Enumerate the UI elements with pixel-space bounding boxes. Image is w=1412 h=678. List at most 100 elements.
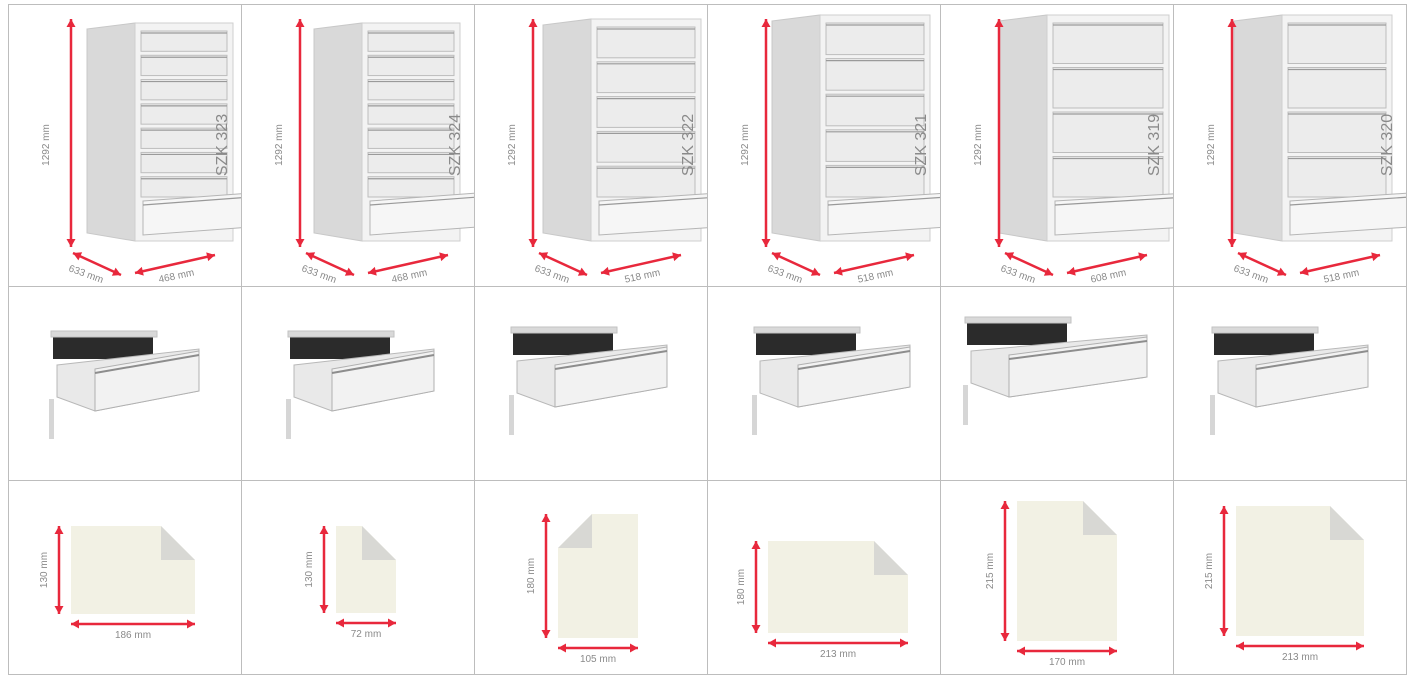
drawer-illustration xyxy=(1210,326,1369,435)
drawer-front xyxy=(596,26,696,59)
depth-label: 633 mm xyxy=(533,263,571,286)
model-label: SZK 322 xyxy=(680,114,697,176)
drawer-front xyxy=(140,176,228,198)
dimension-arrow xyxy=(367,252,449,276)
drawer-front xyxy=(140,127,228,149)
depth-label: 633 mm xyxy=(300,263,338,286)
drawer-front xyxy=(1287,22,1387,64)
dimension-arrow xyxy=(54,526,64,614)
cabinet-side-edge xyxy=(752,395,757,435)
drawer-pull xyxy=(331,354,435,374)
drawer-front-panel xyxy=(1008,336,1148,398)
drawer-pull xyxy=(1255,350,1369,370)
drawer-closeup xyxy=(286,330,435,439)
dimension-arrow xyxy=(1299,252,1381,276)
model-label: SZK 321 xyxy=(913,114,930,176)
card-corner-fold xyxy=(558,514,592,548)
drawer-front xyxy=(367,176,455,198)
width-label: 608 mm xyxy=(1090,267,1128,285)
arrow-head xyxy=(994,19,1004,27)
cabinet-side-edge xyxy=(1210,395,1215,435)
depth-label: 633 mm xyxy=(1232,263,1270,286)
arrow-head xyxy=(810,267,820,276)
cabinet-top-edge xyxy=(964,316,1072,324)
drawer-front xyxy=(825,164,925,198)
dimension-arrow xyxy=(751,541,761,633)
cabinet-top-edge xyxy=(1211,326,1319,334)
dimension-arrow xyxy=(833,252,915,276)
open-drawer-handle xyxy=(142,197,241,206)
height-label: 1292 mm xyxy=(740,124,751,166)
cabinet-side-edge xyxy=(49,399,54,439)
arrow-line xyxy=(538,251,588,277)
arrow-head xyxy=(1236,641,1244,651)
card-height-label: 180 mm xyxy=(526,558,537,594)
dimension-arrow xyxy=(541,514,551,638)
arrow-head xyxy=(1000,501,1010,509)
drawer-front xyxy=(596,96,696,128)
arrow-line xyxy=(771,251,821,277)
cabinet-top-edge xyxy=(510,326,618,334)
arrow-head xyxy=(1238,252,1248,261)
drawer-closeup xyxy=(963,316,1148,425)
open-drawer-handle xyxy=(1054,197,1173,206)
arrow-line xyxy=(600,253,682,275)
arrow-head xyxy=(834,266,843,276)
arrow-head xyxy=(905,252,914,262)
drawer-illustration xyxy=(963,316,1148,425)
card-shape xyxy=(1236,506,1364,636)
card-shape xyxy=(1017,501,1117,641)
cabinet-opening xyxy=(756,331,856,355)
open-drawer xyxy=(1054,193,1173,236)
dimension-arrow xyxy=(1236,641,1364,651)
cabinet-top-edge xyxy=(287,330,395,338)
card-sheet xyxy=(1017,501,1117,641)
width-label: 468 mm xyxy=(158,267,196,285)
arrow-head xyxy=(630,643,638,653)
arrow-head xyxy=(1356,641,1364,651)
arrow-head xyxy=(187,619,195,629)
arrow-head xyxy=(1043,267,1053,276)
width-label: 518 mm xyxy=(1323,267,1361,285)
card-height-label: 130 mm xyxy=(39,552,50,588)
drawer-front xyxy=(825,58,925,91)
cabinet-opening xyxy=(513,331,613,355)
open-drawer xyxy=(827,193,940,236)
card-sheet xyxy=(71,526,195,614)
drawer-pull xyxy=(1008,340,1148,360)
cabinet-side-panel xyxy=(1233,14,1283,242)
depth-label: 633 mm xyxy=(67,263,105,286)
arrow-head xyxy=(319,526,329,534)
arrow-head xyxy=(54,606,64,614)
dimension-arrow xyxy=(134,252,216,276)
arrow-head xyxy=(111,267,121,276)
open-drawer xyxy=(142,193,241,236)
dimension-arrow xyxy=(66,19,76,247)
drawer-front xyxy=(1052,22,1164,64)
drawer-front xyxy=(596,61,696,94)
arrow-head xyxy=(1005,252,1015,261)
drawer-pull xyxy=(797,350,911,370)
drawer-front xyxy=(367,79,455,101)
open-drawer-handle xyxy=(1289,196,1406,206)
arrow-head xyxy=(577,267,587,276)
drawer-front xyxy=(1287,67,1387,109)
drawer-closeup xyxy=(752,326,911,435)
drawer-front xyxy=(596,130,696,163)
arrow-head xyxy=(1227,239,1237,247)
arrow-line xyxy=(1237,251,1287,277)
card-width-label: 213 mm xyxy=(1282,652,1318,663)
drawer-front xyxy=(367,151,455,174)
arrow-head xyxy=(1371,252,1380,262)
drawer-front xyxy=(825,129,925,162)
drawer-front xyxy=(1052,156,1164,198)
